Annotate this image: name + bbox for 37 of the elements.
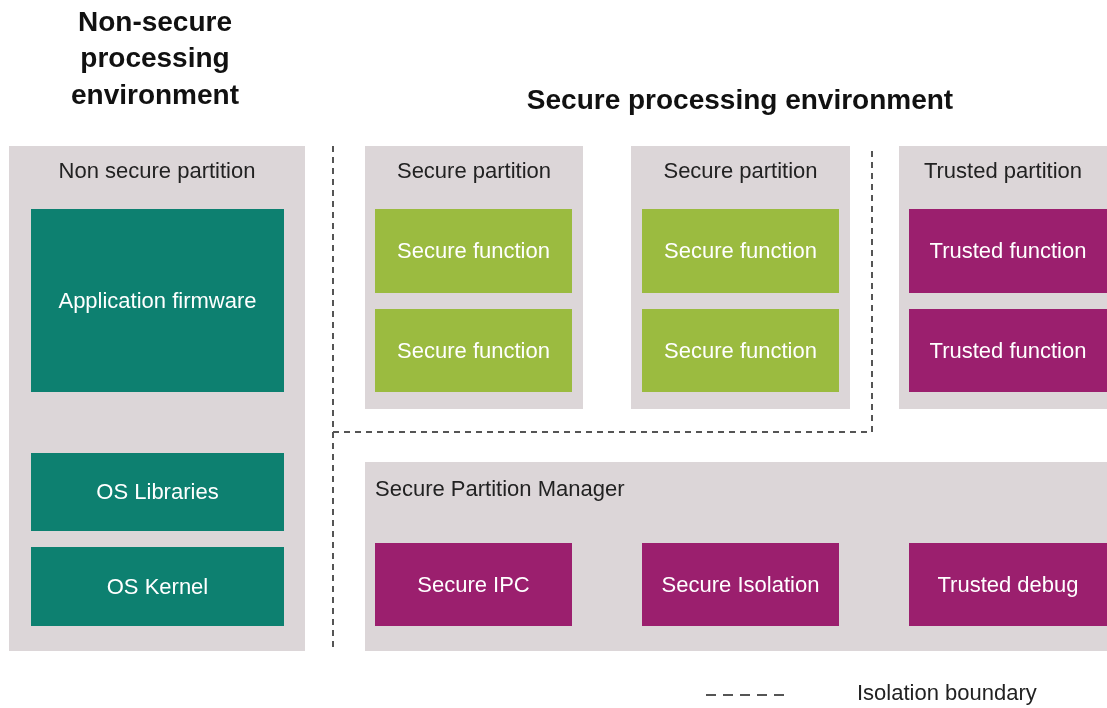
box-label: Secure IPC [416,570,531,599]
legend-label: Isolation boundary [857,680,1037,706]
partition-title: Trusted partition [923,158,1083,184]
function-box [375,209,572,293]
manager-panel [365,462,1107,651]
partition-title: Secure partition [396,158,552,184]
function-box [375,543,572,626]
component-box [31,209,284,392]
section-heading: Secure processing environment [525,83,955,117]
box-label: Trusted function [928,237,1088,266]
function-box [642,543,839,626]
box-label: Secure Isolation [660,570,821,599]
box-label: Secure function [663,336,818,365]
function-box [909,309,1107,392]
partition-panel [9,146,305,651]
box-label: Secure function [396,336,551,365]
function-box [909,543,1107,626]
component-box [31,547,284,626]
box-label: OS Kernel [105,572,210,601]
box-label: Application firmware [57,286,258,315]
function-box [642,309,839,392]
function-box [909,209,1107,293]
section-heading: Non-secure processing environment [70,5,240,112]
box-label: Secure function [396,237,551,266]
component-box [31,453,284,531]
box-label: Trusted function [928,336,1088,365]
box-label: Secure function [663,237,818,266]
box-label: Trusted debug [936,570,1080,599]
partition-panel [631,146,850,409]
partition-panel [365,146,583,409]
function-box [375,309,572,392]
box-label: OS Libraries [95,478,220,507]
function-box [642,209,839,293]
partition-title: Secure partition [663,158,818,184]
partition-title: Non secure partition [58,158,256,184]
partition-panel [899,146,1107,409]
partition-title: Secure Partition Manager [374,476,625,502]
